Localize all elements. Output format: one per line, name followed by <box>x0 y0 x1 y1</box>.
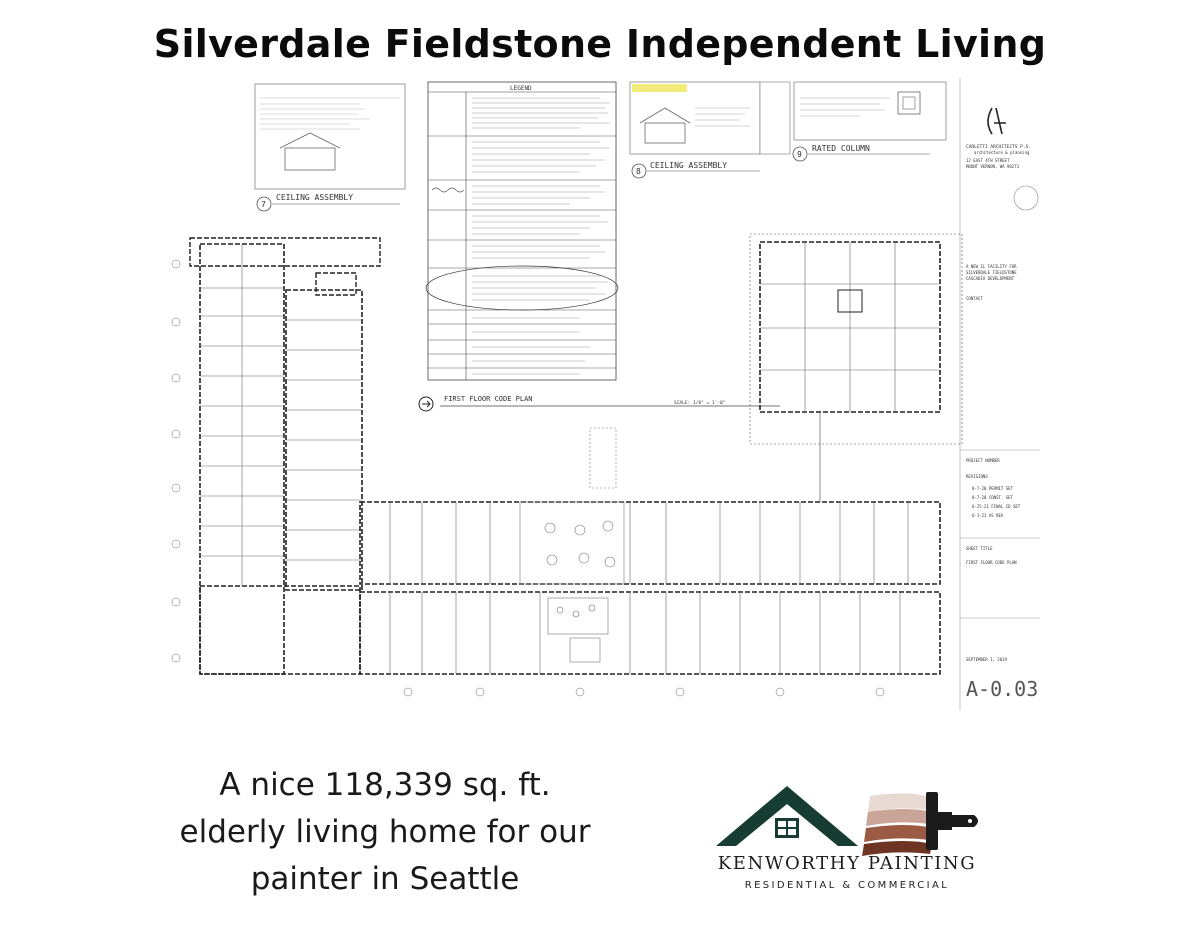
firm-name: CARLETTI ARCHITECTS P.S. <box>966 144 1031 150</box>
project-line-3: CASCADIA DEVELOPMENT <box>966 276 1015 281</box>
project-number-label: PROJECT NUMBER <box>966 458 1000 463</box>
detail-7-label: CEILING ASSEMBLY <box>276 193 353 202</box>
caption-line-2: elderly living home for our <box>179 814 591 850</box>
detail-9-label: RATED COLUMN <box>812 144 870 153</box>
detail-7-number: 7 <box>261 200 266 209</box>
revision-row: 8-7-20 PERMIT SET <box>972 486 1014 491</box>
kenworthy-logo <box>716 786 978 856</box>
firm-address-2: MOUNT VERNON, WA 98273 <box>966 164 1020 169</box>
paint-brush-icon <box>926 792 978 850</box>
brand-tagline: RESIDENTIAL & COMMERCIAL <box>744 880 950 891</box>
detail-8-ceiling-assembly: 8 CEILING ASSEMBLY <box>629 81 791 179</box>
detail-8-label: CEILING ASSEMBLY <box>650 161 727 170</box>
main-corridor-wing <box>359 501 941 675</box>
detail-7-ceiling-assembly: 7 CEILING ASSEMBLY <box>254 83 406 212</box>
sheet-title-label: SHEET TITLE <box>966 546 993 551</box>
brand-name: KENWORTHY PAINTING <box>717 853 977 874</box>
legend-table: LEGEND <box>425 81 619 381</box>
plan-scale: SCALE: 1/8" = 1'-0" <box>674 400 725 406</box>
revision-row: 6-25-21 FINAL CD SET <box>972 504 1021 509</box>
revision-row: 6-1-23 AS REV <box>972 513 1004 518</box>
house-roof-icon <box>716 786 858 846</box>
revisions-label: REVISIONS <box>966 474 988 479</box>
project-line-1: A NEW IL FACILITY FOR <box>966 264 1017 269</box>
page-title: Silverdale Fieldstone Independent Living <box>153 22 1047 66</box>
sheet-date: SEPTEMBER 1, 2019 <box>966 657 1008 662</box>
title-block: CARLETTI ARCHITECTS P.S. architecture & … <box>959 78 1040 710</box>
sheet-title: FIRST FLOOR CODE PLAN <box>966 560 1017 565</box>
revision-row: 8-7-20 CONST. SET <box>972 495 1014 500</box>
paint-stripes <box>862 793 932 856</box>
contact-label: CONTACT <box>966 296 983 301</box>
floor-plan-drawing: 7 CEILING ASSEMBLY LEGEND <box>160 78 1040 710</box>
firm-address-1: 12 EAST 4TH STREET <box>966 158 1010 163</box>
legend-heading: LEGEND <box>510 85 532 92</box>
project-line-2: SILVERDALE FIELDSTONE <box>966 270 1017 275</box>
sheet-number: A-0.03 <box>966 677 1038 701</box>
plan-title: FIRST FLOOR CODE PLAN <box>444 395 533 403</box>
plan-title-tag: FIRST FLOOR CODE PLAN SCALE: 1/8" = 1'-0… <box>418 395 780 412</box>
common-dining-area <box>519 427 625 663</box>
caption-line-3: painter in Seattle <box>250 861 520 897</box>
revision-list: 8-7-20 PERMIT SET 8-7-20 CONST. SET 6-25-2… <box>972 486 1021 518</box>
detail-8-number: 8 <box>636 167 641 176</box>
grid-bubbles <box>171 259 885 697</box>
detail-9-rated-column: 9 RATED COLUMN <box>792 81 947 162</box>
caption-line-1: A nice 118,339 sq. ft. <box>219 767 551 803</box>
caption: A nice 118,339 sq. ft. elderly living ho… <box>150 762 620 903</box>
detail-9-number: 9 <box>797 150 802 159</box>
firm-tagline: architecture & planning <box>974 150 1030 155</box>
